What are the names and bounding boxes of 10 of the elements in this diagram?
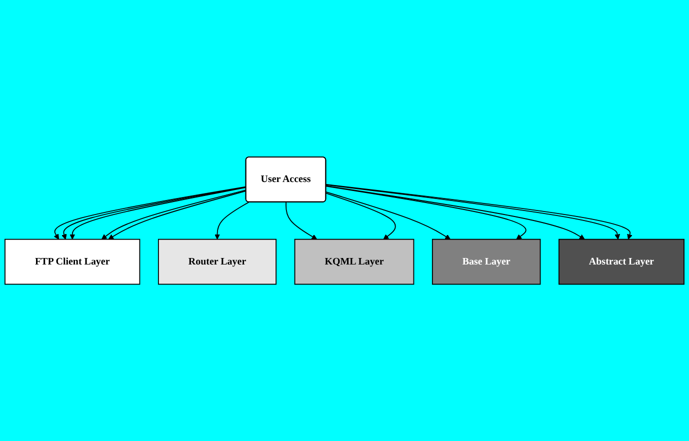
arrow (326, 191, 451, 240)
node-box: KQML Layer (294, 238, 414, 285)
node-box: Router Layer (158, 238, 277, 285)
arrow (326, 192, 396, 240)
node-box: FTP Client Layer (4, 238, 140, 285)
node-box: Abstract Layer (558, 238, 684, 285)
node-box: Base Layer (432, 238, 541, 285)
arrow (214, 202, 250, 240)
arrow (286, 202, 318, 240)
arrow (326, 186, 526, 240)
